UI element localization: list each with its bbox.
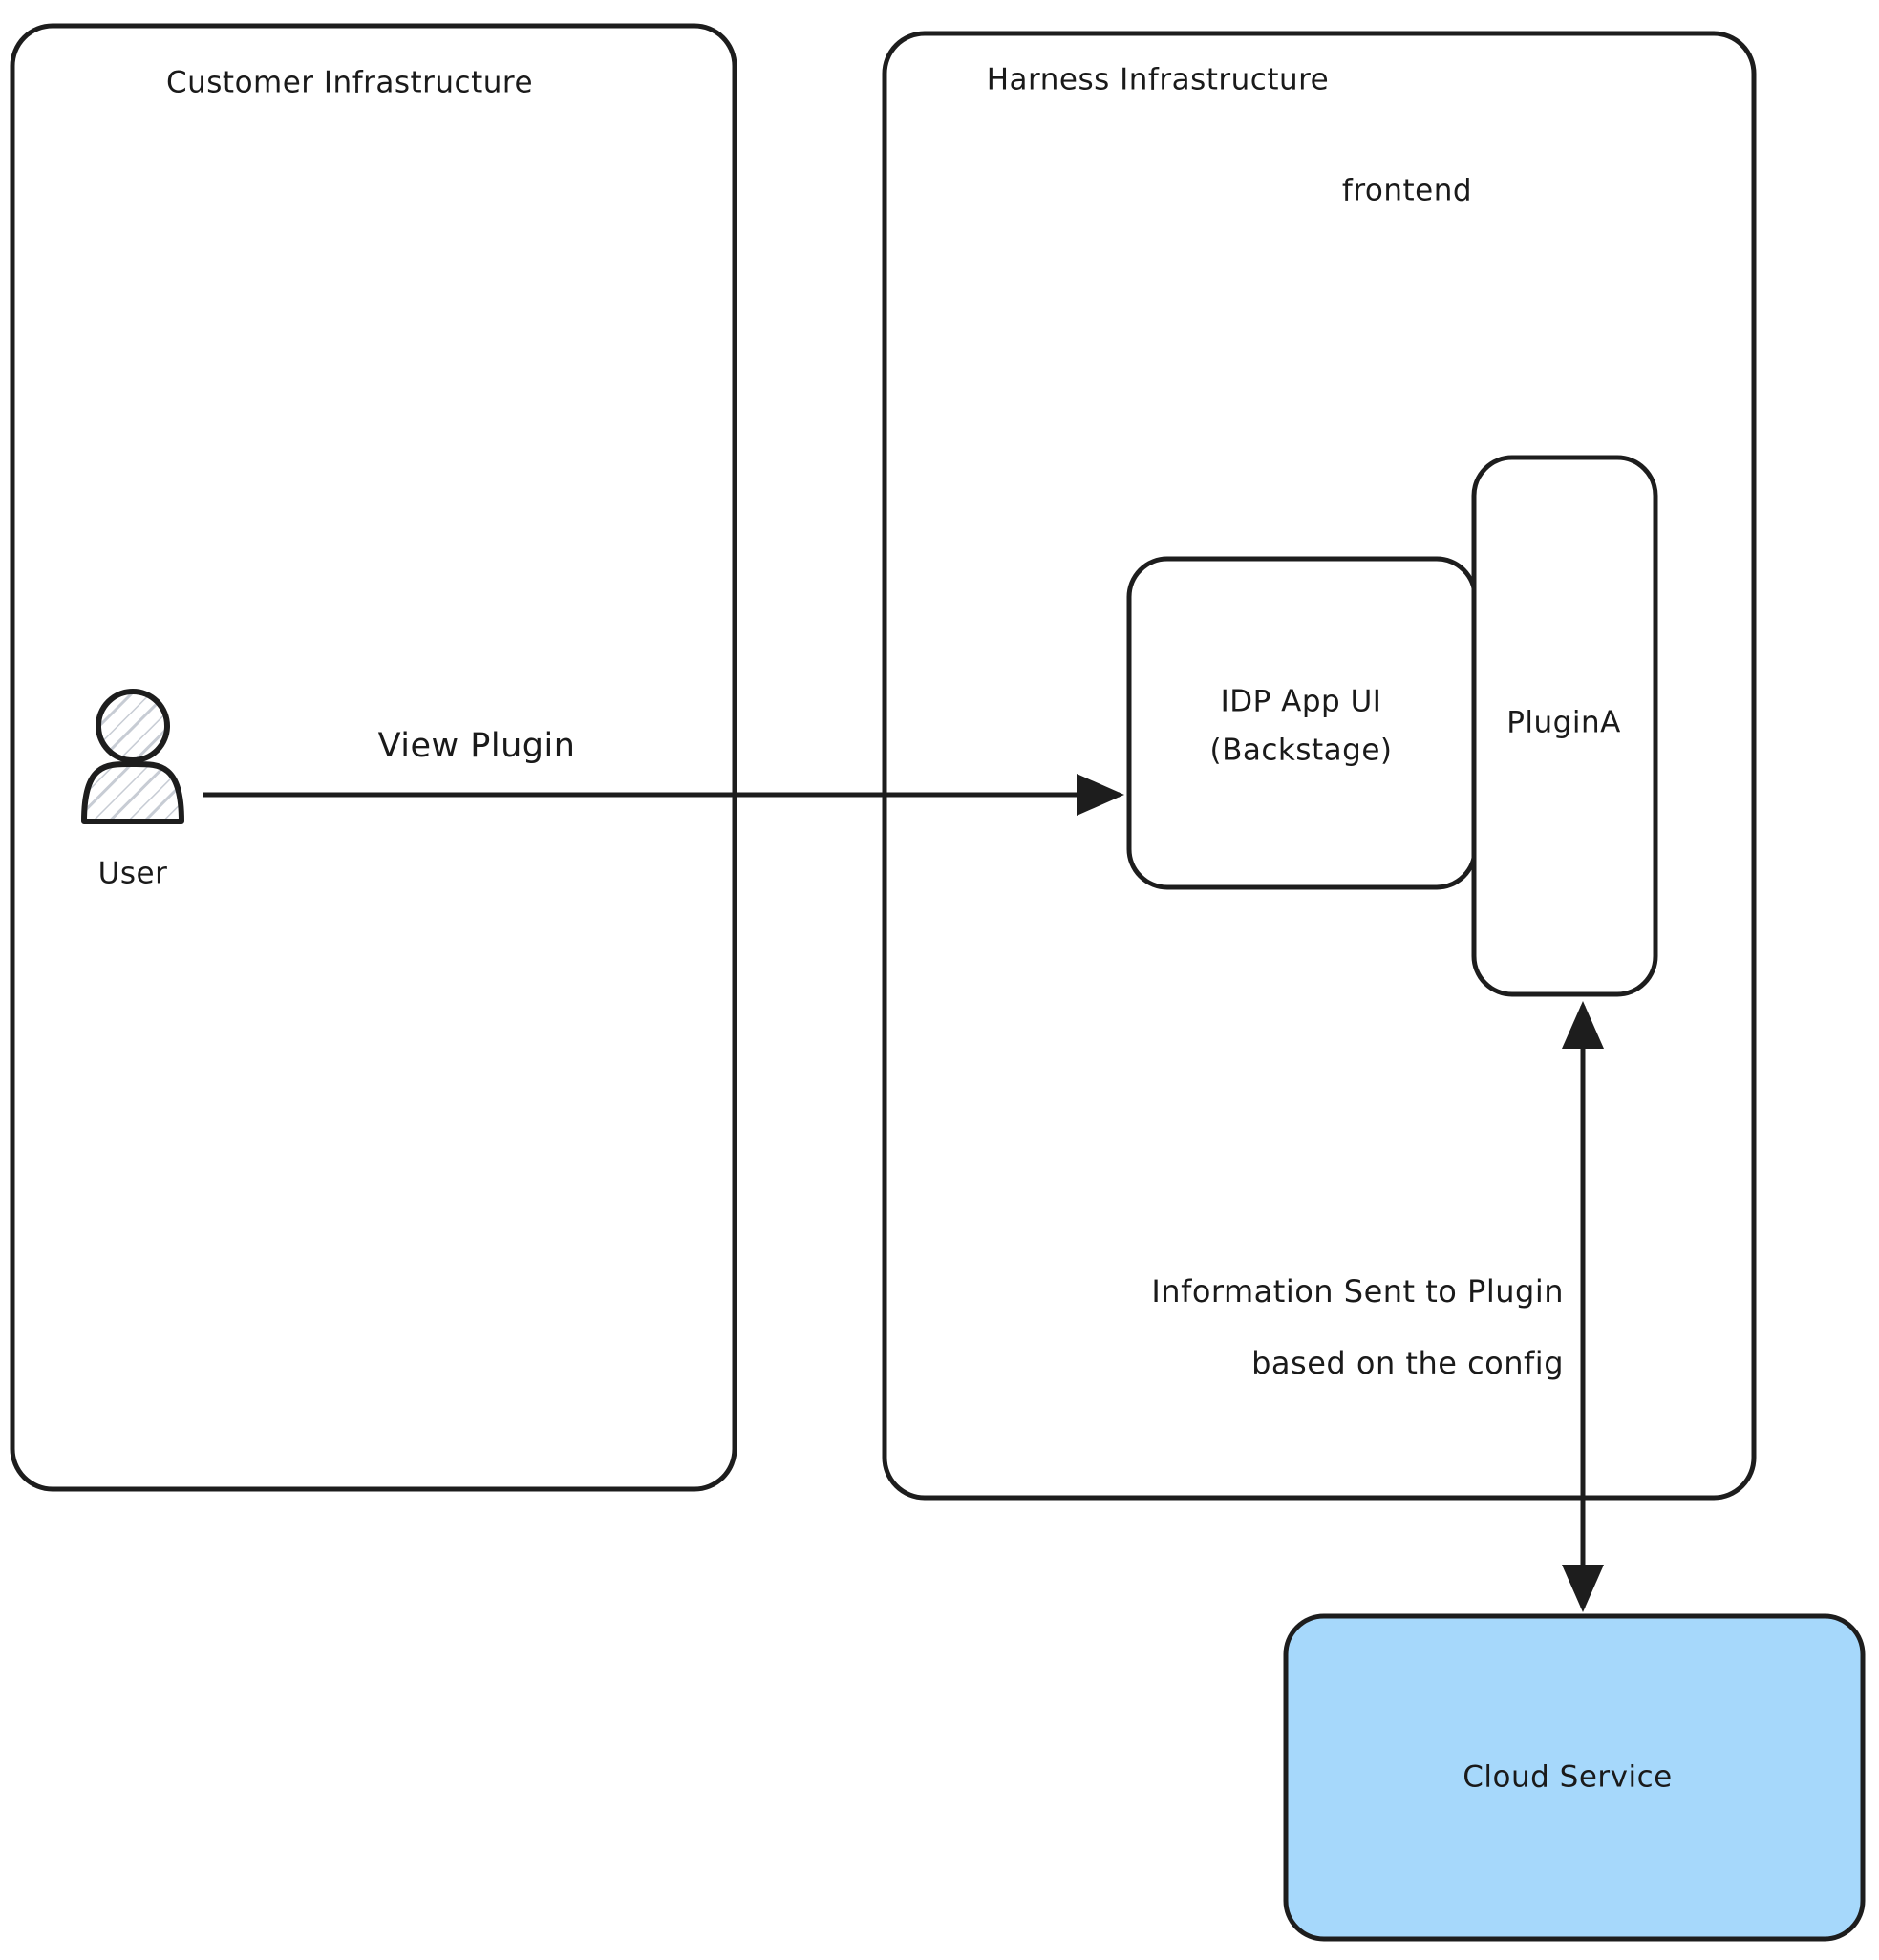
- group-customer-infrastructure: [10, 23, 737, 1492]
- user-actor-label: User: [97, 856, 168, 891]
- user-actor-icon: [81, 689, 184, 824]
- node-idp-app-ui-label-line2: (Backstage): [1209, 733, 1393, 768]
- node-plugin-a[interactable]: [1471, 455, 1658, 997]
- node-idp-app-ui-label-line1: IDP App UI: [1220, 684, 1382, 719]
- edge-view-plugin-label: View Plugin: [377, 727, 576, 766]
- frontend-section-label: frontend: [1341, 173, 1473, 208]
- group-customer-infrastructure-border: [10, 23, 737, 1492]
- node-cloud-service-label: Cloud Service: [1463, 1759, 1673, 1795]
- node-idp-app-ui[interactable]: [1126, 556, 1478, 890]
- edge-information-sent-label-line1: Information Sent to Plugin: [1151, 1273, 1564, 1310]
- edge-information-sent-label-line2: based on the config: [1251, 1345, 1564, 1381]
- node-plugin-a-label: PluginA: [1506, 705, 1621, 740]
- node-cloud-service-border[interactable]: [1283, 1613, 1866, 1942]
- group-customer-infrastructure-label: Customer Infrastructure: [165, 65, 534, 100]
- node-cloud-service[interactable]: [1283, 1613, 1866, 1942]
- group-harness-infrastructure-label: Harness Infrastructure: [986, 62, 1330, 97]
- node-plugin-a-border[interactable]: [1471, 455, 1658, 997]
- node-idp-app-ui-border[interactable]: [1126, 556, 1478, 890]
